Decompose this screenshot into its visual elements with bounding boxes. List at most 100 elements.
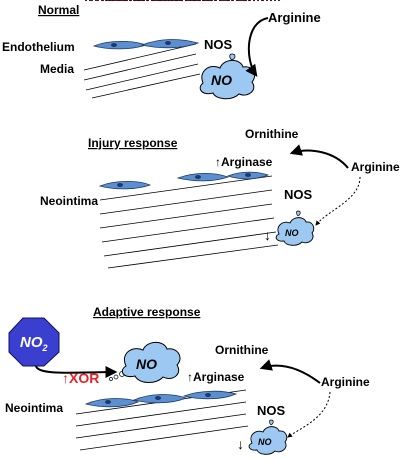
injury-arginine-label: Arginine (351, 160, 400, 174)
cell-nucleus (186, 0, 190, 2)
injury-wall-lines (99, 175, 279, 269)
injury-no-cloud: NO (275, 210, 315, 246)
cell-nucleus (105, 0, 109, 2)
adaptive-small-no-text: NO (258, 437, 272, 447)
cell-nucleus (94, 0, 98, 2)
panel-normal: Normal Endothelium Media NOS Arginine NO (2, 0, 321, 100)
cell-nucleus (235, 0, 239, 2)
cell-nucleus (273, 0, 277, 2)
cell-nucleus (188, 0, 192, 2)
cell-nucleus (190, 0, 194, 2)
cell-nucleus (135, 0, 139, 2)
adaptive-small-no-cloud: NO (248, 419, 288, 455)
cell-nucleus (88, 0, 92, 2)
cell-nucleus (101, 0, 105, 2)
cell-nucleus (122, 0, 126, 2)
normal-arginine-to-no-arrow (245, 17, 269, 77)
cell-nucleus (167, 0, 171, 2)
no2-text: NO2 (20, 334, 48, 353)
normal-no-cloud: NO (199, 53, 256, 100)
cell-nucleus (124, 0, 128, 2)
cell-nucleus (226, 0, 230, 2)
cell-nucleus (205, 0, 209, 2)
cell-nucleus (184, 0, 188, 2)
cell-nucleus (90, 0, 94, 2)
adaptive-ornithine-label: Ornithine (215, 343, 269, 357)
cell-nucleus (137, 0, 141, 2)
cell-nucleus (256, 0, 260, 2)
cell-nucleus (139, 0, 143, 2)
cell-nucleus (107, 0, 111, 2)
xor-label: ↑XOR (62, 370, 99, 386)
cell-nucleus (175, 0, 179, 2)
adaptive-no-cloud: NO (121, 341, 181, 383)
cell-nucleus (203, 0, 207, 2)
injury-nos-label: NOS (284, 187, 313, 202)
cell-nucleus (213, 0, 217, 2)
adaptive-down-arrow: ↓ (237, 436, 244, 452)
injury-arginase-label: ↑Arginase (215, 155, 273, 169)
cell-nucleus (150, 0, 154, 2)
cell-nucleus (179, 0, 183, 2)
adaptive-arginine-to-no-arrow (287, 391, 331, 438)
cell-nucleus (220, 0, 224, 2)
normal-arginine-label: Arginine (268, 10, 321, 25)
cell-nucleus (154, 0, 158, 2)
cell-nucleus (84, 0, 88, 2)
adaptive-endothelium-layer (84, 390, 238, 408)
cell-nucleus (120, 0, 124, 2)
cell-nucleus (118, 0, 122, 2)
adaptive-neointima-layer (84, 0, 251, 2)
endothelium-label: Endothelium (2, 40, 75, 54)
panel-adaptive: Adaptive response NO2 ↑XOR NO Ornithine … (5, 0, 370, 455)
cell-nucleus (265, 0, 269, 2)
cell-nucleus (96, 0, 100, 2)
cell-nucleus (239, 0, 243, 2)
cell-nucleus (162, 0, 166, 2)
no2-hexagon: NO2 (8, 317, 60, 367)
cell-nucleus (158, 0, 162, 2)
cell-nucleus (116, 0, 120, 2)
cell-nucleus (230, 0, 234, 2)
cell-nucleus (209, 0, 213, 2)
cell-nucleus (145, 0, 149, 2)
cell-nucleus (169, 0, 173, 2)
injury-arginine-to-no-arrow (315, 176, 361, 226)
cell-nucleus (218, 0, 222, 2)
cell-nucleus (277, 0, 281, 2)
cell-nucleus (192, 0, 196, 2)
cell-nucleus (260, 0, 264, 2)
no2-to-no-arrow (35, 365, 118, 379)
injury-no-text: NO (285, 228, 299, 238)
adaptive-neointima-label: Neointima (5, 401, 63, 415)
injury-down-arrow: ↓ (264, 227, 271, 243)
cell-nucleus (114, 0, 118, 2)
cell-nucleus (111, 0, 115, 2)
normal-title: Normal (38, 3, 79, 17)
cell-nucleus (141, 0, 145, 2)
cell-nucleus (152, 0, 156, 2)
cell-nucleus (247, 0, 251, 2)
adaptive-title: Adaptive response (93, 305, 201, 319)
cell-nucleus (252, 0, 256, 2)
normal-wall-lines (83, 43, 201, 99)
injury-endothelium-layer (98, 171, 270, 190)
adaptive-nos-label: NOS (257, 403, 286, 418)
cell-nucleus (237, 0, 241, 2)
cell-nucleus (224, 0, 228, 2)
cell-nucleus (196, 0, 200, 2)
cell-nucleus (269, 0, 273, 2)
cell-nucleus (243, 0, 247, 2)
cell-nucleus (156, 0, 160, 2)
injury-title: Injury response (88, 136, 178, 150)
cell-nucleus (171, 0, 175, 2)
injury-ornithine-label: Ornithine (245, 127, 299, 141)
cell-nucleus (201, 0, 205, 2)
adaptive-no-text: NO (136, 356, 157, 372)
adaptive-arginine-to-ornithine-arrow (259, 359, 321, 384)
injury-arginine-to-ornithine-arrow (289, 144, 349, 169)
cell-nucleus (133, 0, 137, 2)
cell-nucleus (207, 0, 211, 2)
normal-nos-label: NOS (204, 37, 233, 52)
